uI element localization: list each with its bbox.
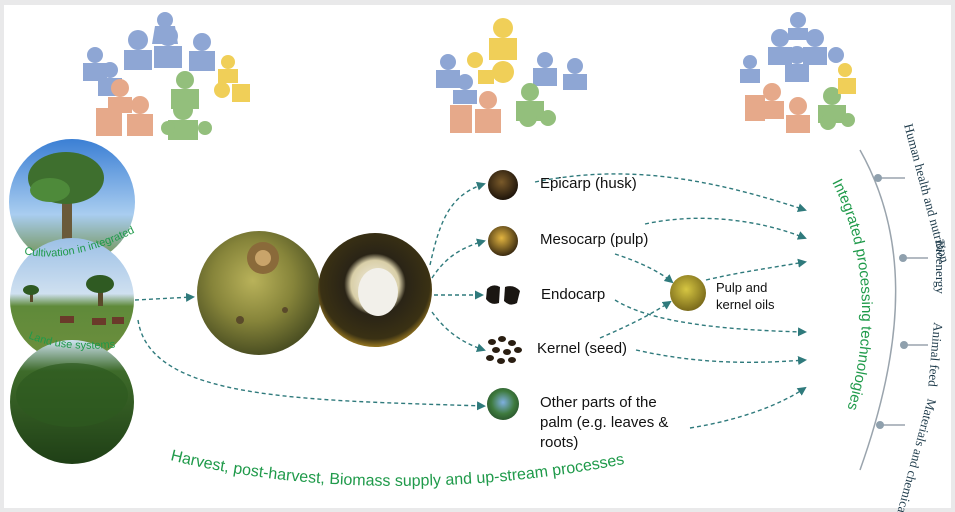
arrow-cultivation-to-other-parts [137,319,486,411]
mesocarp-photo [488,226,518,256]
arrow-other-parts-to-processing [689,386,807,429]
stakeholder-group-icon-1 [83,12,250,140]
arrow-fruit-to-epicarp [429,181,486,266]
cultivation-photo-tree [9,139,135,265]
stakeholder-group-icon-2 [436,18,587,133]
arrow-epicarp-to-processing [534,173,807,213]
cultivation-photo-forest [10,340,134,464]
arrow-fruit-to-kernel [431,311,486,353]
kernel-photo [486,336,522,364]
mesocarp-label: Mesocarp (pulp) [540,231,649,248]
arrow-fruit-to-mesocarp [431,238,486,279]
application-label-bioenergy: Bioenergy [933,240,948,294]
oils-label: Pulp and kernel oils [716,280,775,312]
arrow-cultivation-to-fruit [134,292,195,302]
epicarp-photo [488,170,518,200]
arrow-mesocarp-to-oils [614,253,674,284]
epicarp-label: Epicarp (husk) [540,175,637,192]
processing-caption: Integrated processing technologies [828,176,875,412]
stakeholder-group-icon-3 [740,12,856,133]
harvest-caption: Harvest, post-harvest, Biomass supply an… [169,447,626,490]
diagram-frame [4,5,951,508]
fruit-cross-section-photo [318,233,432,347]
endocarp-photo [486,285,520,305]
kernel-label: Kernel (seed) [537,340,628,357]
arrow-kernel-to-oils [599,300,672,339]
application-label-materials: Materials and chemicals [892,397,939,512]
arrow-mesocarp-to-processing [644,217,807,240]
arrow-oils-to-processing [705,258,807,281]
arrow-kernel-to-processing [635,349,807,366]
other-parts-label: Other parts of the palm (e.g. leaves & r… [540,394,669,451]
application-bracket [859,149,928,471]
oils-photo [670,275,706,311]
flow-arrows [134,173,807,429]
fruit-whole-photo [197,231,321,355]
endocarp-label: Endocarp [541,286,606,303]
application-nodes [874,174,908,429]
other-parts-photo [487,388,519,420]
arrow-endocarp-to-processing [614,299,807,337]
cultivation-photo-pasture [10,238,134,362]
application-label-feed: Animal feed [925,322,946,388]
